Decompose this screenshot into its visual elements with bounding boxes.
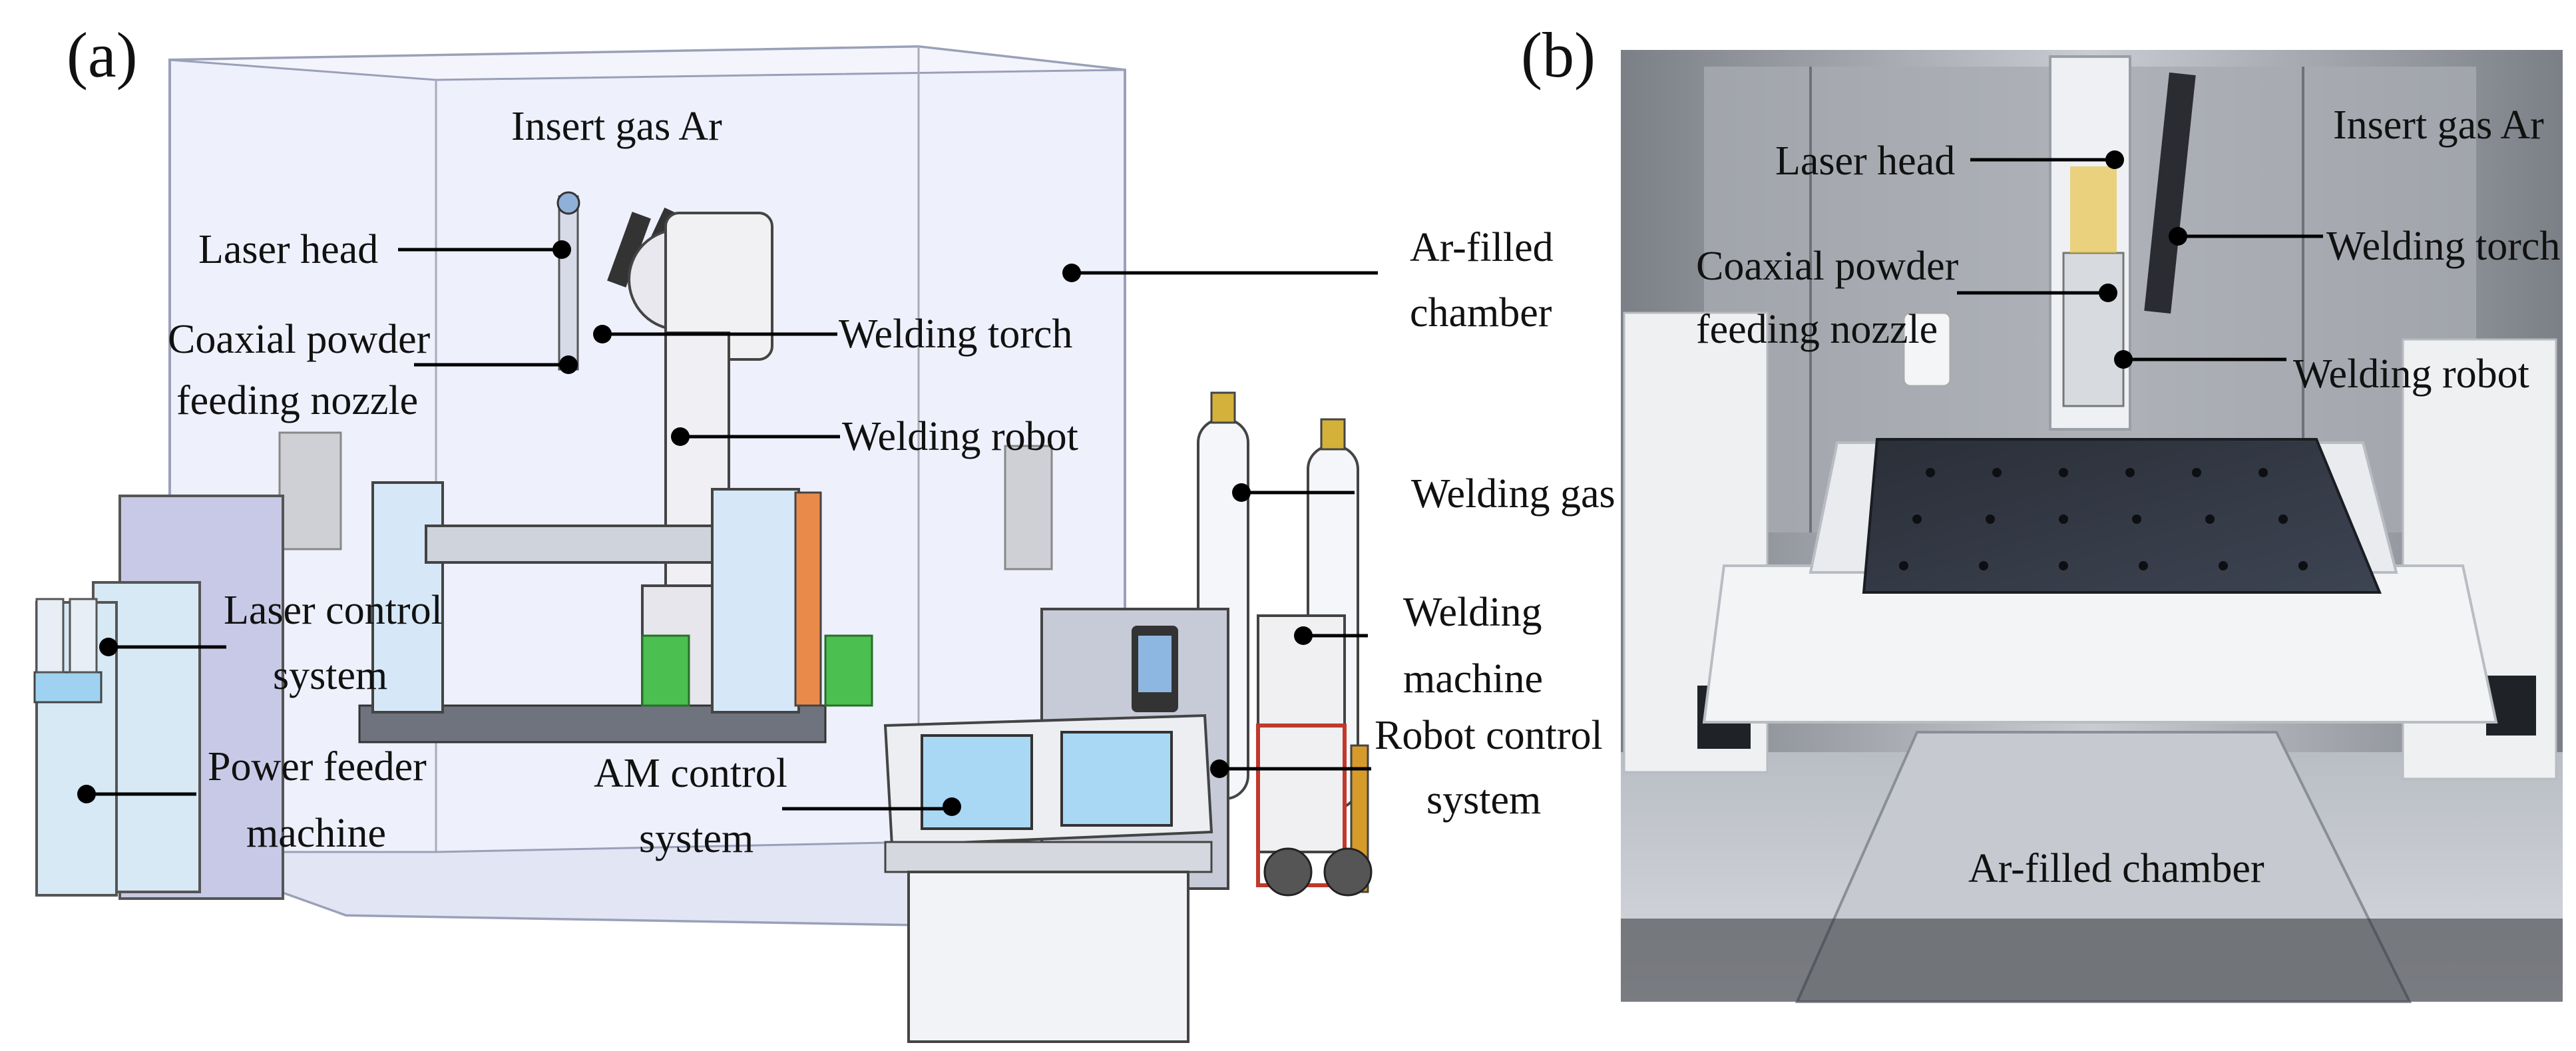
dot-a-coaxial — [559, 355, 578, 374]
label-a-am-ctrl-2: system — [639, 816, 753, 861]
label-a-welding-machine-1: Welding — [1403, 590, 1542, 635]
panel-a: (a) — [33, 19, 1615, 1043]
panel-b: (b) — [1521, 19, 2563, 1003]
label-b-insert-gas: Insert gas Ar — [2333, 103, 2544, 148]
label-a-power-feeder-1: Power feeder — [208, 744, 427, 789]
label-a-robot-ctrl-1: Robot control — [1375, 713, 1603, 758]
label-a-welding-gas: Welding gas — [1411, 471, 1615, 517]
label-b-laser-head: Laser head — [1775, 138, 1955, 184]
dot-a-am-ctrl — [943, 797, 961, 816]
label-b-coaxial-2: feeding nozzle — [1696, 307, 1938, 352]
dot-a-welding-gas — [1232, 483, 1251, 502]
dot-a-welding-machine — [1294, 626, 1313, 645]
build-plate-holes — [1899, 468, 2308, 570]
label-a-chamber-2: chamber — [1410, 290, 1552, 335]
label-a-coaxial-2: feeding nozzle — [176, 378, 418, 423]
label-a-welding-machine-2: machine — [1403, 656, 1543, 702]
label-a-welding-torch: Welding torch — [839, 312, 1072, 357]
label-a-coaxial-1: Coaxial powder — [168, 317, 431, 362]
label-b-coaxial-1: Coaxial powder — [1696, 244, 1959, 289]
am-control-desk — [883, 714, 1213, 1043]
dot-a-laser-ctrl — [99, 638, 118, 656]
dot-b-laser-head — [2105, 150, 2124, 169]
label-a-chamber-1: Ar-filled — [1410, 225, 1554, 270]
label-b-welding-robot: Welding robot — [2293, 351, 2529, 397]
label-a-insert-gas: Insert gas Ar — [511, 104, 722, 149]
power-feeder-cabinet — [33, 581, 201, 897]
dot-a-power-feeder — [77, 785, 96, 803]
label-a-robot-ctrl-2: system — [1426, 777, 1541, 823]
label-a-laser-ctrl-2: system — [273, 653, 387, 698]
label-b-chamber: Ar-filled chamber — [1968, 846, 2264, 891]
label-a-laser-head: Laser head — [198, 227, 378, 272]
dot-a-chamber — [1062, 264, 1081, 282]
welding-machine — [1256, 614, 1373, 897]
dot-a-welding-robot — [671, 427, 690, 446]
label-a-welding-robot: Welding robot — [842, 414, 1078, 459]
label-b-welding-torch: Welding torch — [2326, 224, 2560, 269]
label-a-laser-ctrl-1: Laser control — [224, 588, 443, 633]
dot-a-laser-head — [552, 240, 571, 259]
dot-b-welding-torch — [2169, 227, 2187, 246]
panel-a-label: (a) — [67, 19, 138, 91]
label-a-am-ctrl-1: AM control — [594, 751, 787, 796]
dot-a-robot-ctrl — [1210, 759, 1229, 778]
chamber-photo — [1621, 50, 2563, 1003]
dot-a-welding-torch — [593, 325, 612, 343]
positioner-table — [358, 481, 873, 743]
dot-b-welding-robot — [2114, 350, 2133, 369]
panel-b-label: (b) — [1521, 19, 1596, 91]
dot-b-coaxial — [2099, 284, 2117, 302]
label-a-power-feeder-2: machine — [246, 811, 386, 856]
